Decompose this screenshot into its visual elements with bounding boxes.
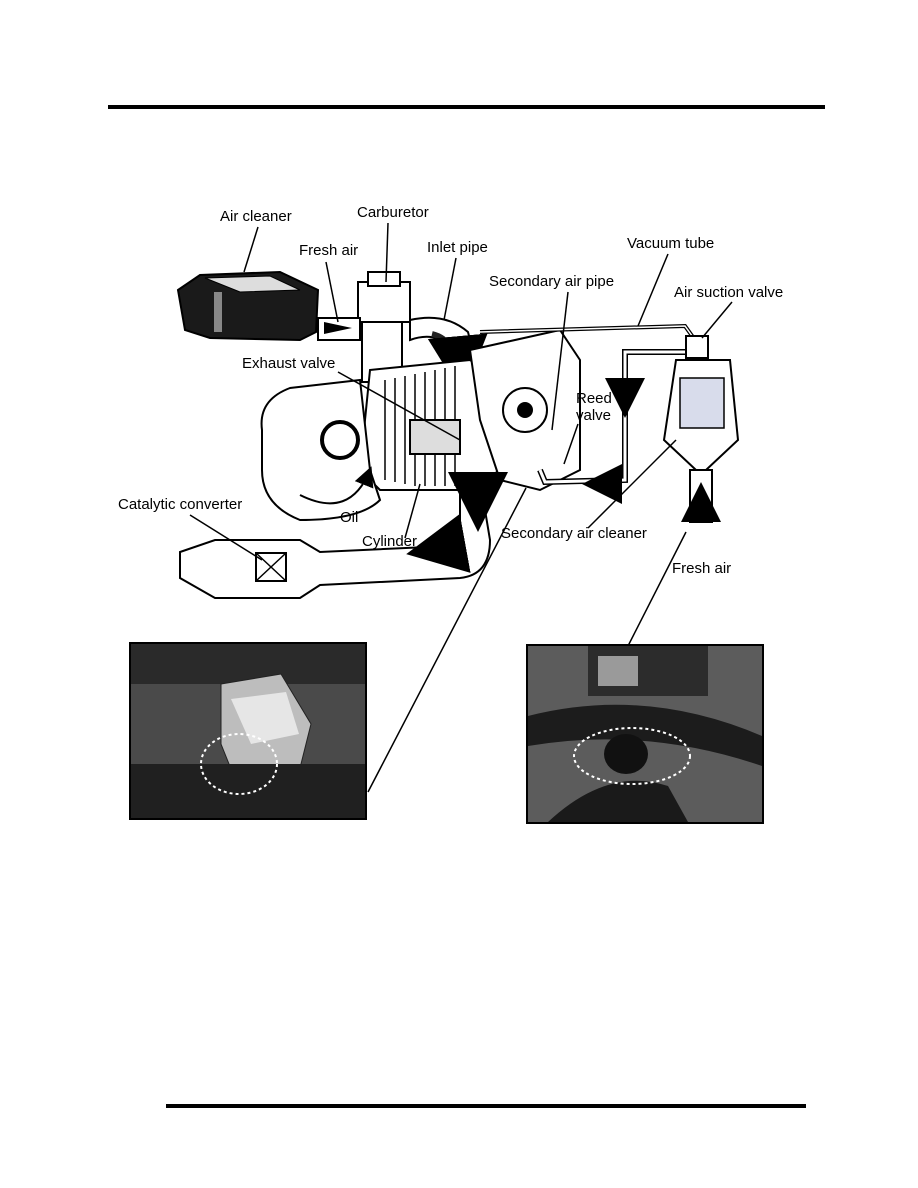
label-exhaust-valve: Exhaust valve xyxy=(242,355,335,372)
label-fresh-air-bottom: Fresh air xyxy=(672,560,731,577)
footer-rule xyxy=(166,1104,806,1108)
label-carburetor: Carburetor xyxy=(357,204,429,221)
header-rule xyxy=(108,105,825,109)
engine-drawing xyxy=(260,328,581,522)
photo-air-suction-valve-location xyxy=(526,644,764,824)
label-vacuum-tube: Vacuum tube xyxy=(627,235,714,252)
label-reed-valve-line2: valve xyxy=(576,407,611,424)
exhaust-drawing xyxy=(179,472,508,599)
secondary-air-cleaner-drawing xyxy=(662,335,740,523)
vacuum-tube-line xyxy=(479,323,697,342)
label-secondary-air-cleaner: Secondary air cleaner xyxy=(501,525,647,542)
label-catalytic-converter: Catalytic converter xyxy=(118,496,242,513)
label-cylinder: Cylinder xyxy=(362,533,417,550)
leader-lines xyxy=(189,222,733,793)
label-secondary-air-pipe: Secondary air pipe xyxy=(489,273,614,290)
label-inlet-pipe: Inlet pipe xyxy=(427,239,488,256)
label-reed-valve-line1: Reed xyxy=(576,390,612,407)
label-fresh-air-top: Fresh air xyxy=(299,242,358,259)
label-air-cleaner: Air cleaner xyxy=(220,208,292,225)
label-air-suction-valve: Air suction valve xyxy=(674,284,783,301)
photo-secondary-air-pipe-location xyxy=(129,642,367,820)
air-cleaner-drawing xyxy=(176,270,320,342)
carburetor-drawing xyxy=(317,271,411,383)
label-oil: Oil xyxy=(340,509,358,526)
